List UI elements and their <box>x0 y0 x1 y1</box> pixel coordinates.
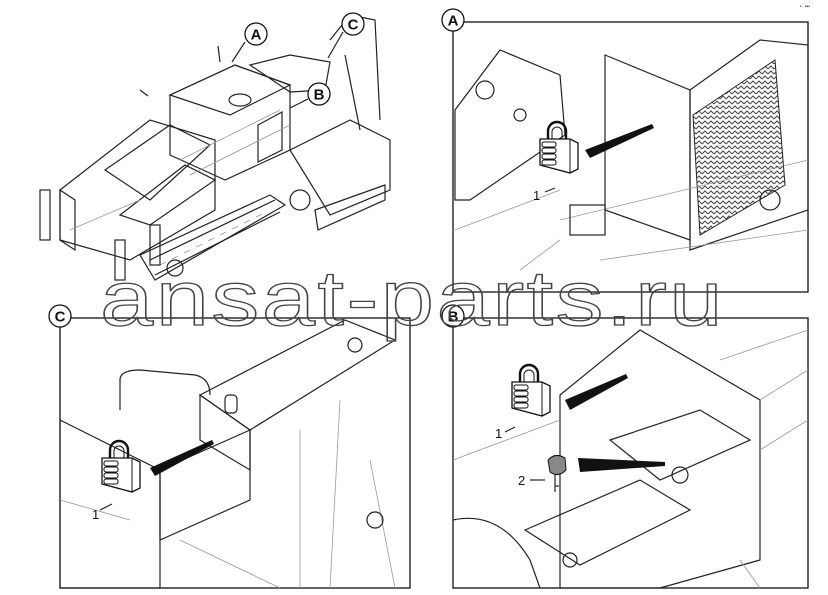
padlock-icon <box>510 363 552 418</box>
paver-overview-drawing <box>39 14 391 281</box>
svg-text:1: 1 <box>495 426 502 441</box>
svg-text:A: A <box>448 13 459 30</box>
svg-text:1: 1 <box>92 507 99 522</box>
svg-text:C: C <box>55 309 66 326</box>
svg-text:B: B <box>448 309 459 326</box>
padlock-icon <box>538 120 580 175</box>
detail-panel-a: 1 A <box>441 8 809 293</box>
pointer-wedge <box>565 374 628 410</box>
callout-a: A <box>231 22 268 63</box>
svg-text:A: A <box>251 27 262 44</box>
svg-text:2: 2 <box>518 473 525 488</box>
track <box>149 199 281 276</box>
svg-text:C: C <box>348 17 359 34</box>
pointer-wedge <box>578 458 665 472</box>
detail-panel-b: 1 2 B <box>441 304 809 589</box>
svg-text:1: 1 <box>533 188 540 203</box>
detail-panel-c: 1 C <box>48 304 411 589</box>
svg-text:B: B <box>314 87 325 104</box>
pointer-wedge <box>585 124 654 158</box>
key-icon <box>547 454 567 492</box>
callout-c: C <box>327 12 365 59</box>
pointer-wedge <box>150 440 214 476</box>
callout-b: B <box>289 82 331 109</box>
corner-mark: •´ ••• <box>800 4 810 10</box>
watermark-text: ansat-parts.ru <box>100 254 725 342</box>
padlock-icon <box>100 439 142 494</box>
